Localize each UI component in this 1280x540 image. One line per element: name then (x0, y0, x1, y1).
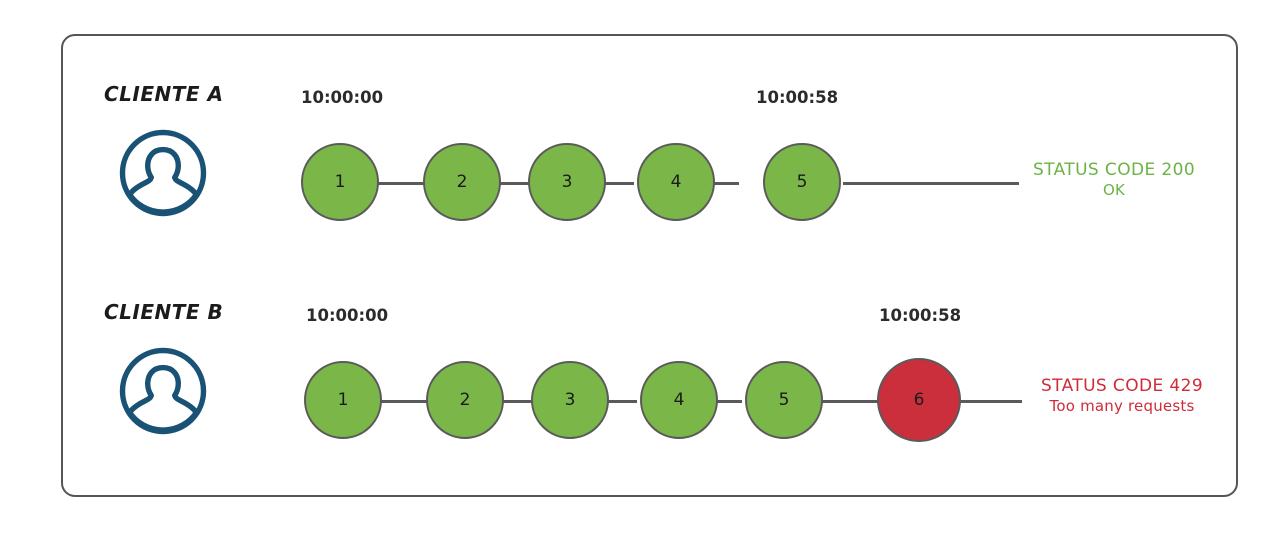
connector-1-2 (378, 182, 424, 185)
connector-2-3 (486, 400, 532, 403)
connector-6-status (960, 400, 1022, 403)
request-node-rate-limited[interactable]: 6 (877, 358, 961, 442)
client-label-a: CLIENTE A (104, 82, 224, 106)
connector-4-5 (693, 182, 739, 185)
request-node[interactable]: 1 (301, 143, 379, 221)
status-code-subtitle-a: OK (1102, 180, 1126, 199)
status-message-a: STATUS CODE 200 OK (1024, 160, 1204, 199)
timestamp-end-a: 10:00:58 (756, 88, 839, 107)
request-node[interactable]: 3 (531, 361, 609, 439)
client-label-b: CLIENTE B (104, 300, 224, 324)
connector-5-6 (801, 400, 879, 403)
connector-2-3 (483, 182, 529, 185)
status-message-b: STATUS CODE 429 Too many requests (1022, 376, 1222, 415)
connector-1-2 (381, 400, 427, 403)
request-node[interactable]: 4 (640, 361, 718, 439)
request-node[interactable]: 1 (304, 361, 382, 439)
timestamp-end-b: 10:00:58 (879, 306, 962, 325)
connector-3-4 (591, 400, 637, 403)
request-node[interactable]: 3 (528, 143, 606, 221)
request-node[interactable]: 5 (745, 361, 823, 439)
request-node[interactable]: 4 (637, 143, 715, 221)
user-avatar-icon (118, 346, 208, 436)
status-code-title-b: STATUS CODE 429 (1040, 376, 1204, 396)
status-code-subtitle-b: Too many requests (1049, 396, 1195, 415)
client-row-a: CLIENTE A 10:00:00 10:00:58 1 2 3 4 5 ST… (0, 60, 1280, 280)
timestamp-start-a: 10:00:00 (301, 88, 384, 107)
request-node[interactable]: 2 (426, 361, 504, 439)
user-avatar-icon (118, 128, 208, 218)
request-node[interactable]: 2 (423, 143, 501, 221)
connector-4-5 (696, 400, 742, 403)
client-row-b: CLIENTE B 10:00:00 10:00:58 1 2 3 4 5 6 (0, 278, 1280, 498)
status-code-title-a: STATUS CODE 200 (1032, 160, 1196, 180)
connector-3-4 (588, 182, 634, 185)
connector-5-status (843, 182, 1019, 185)
request-node[interactable]: 5 (763, 143, 841, 221)
timestamp-start-b: 10:00:00 (306, 306, 389, 325)
